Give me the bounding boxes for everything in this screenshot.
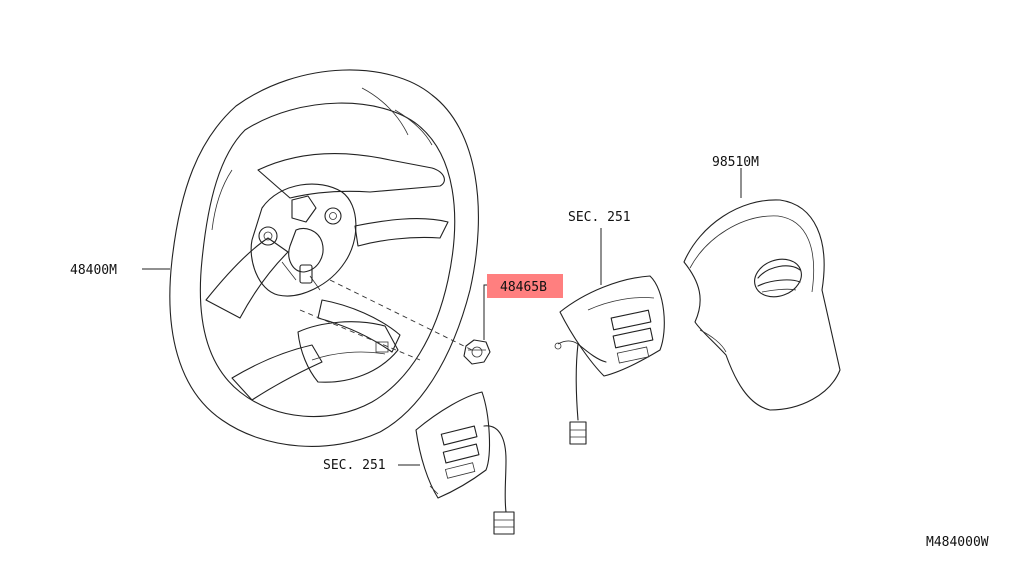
steering-switch-lower[interactable]	[415, 391, 515, 535]
steering-switch-upper[interactable]	[554, 275, 665, 445]
label-switch-upper: SEC. 251	[568, 210, 631, 225]
figure-id: M484000W	[926, 535, 989, 550]
label-wheel: 48400M	[70, 263, 117, 278]
highlight-box	[487, 274, 563, 298]
label-nut: 48465B	[500, 280, 547, 295]
label-airbag: 98510M	[712, 155, 759, 170]
label-switch-lower: SEC. 251	[323, 458, 386, 473]
steering-wheel[interactable]	[169, 69, 479, 447]
airbag-module[interactable]	[683, 199, 841, 411]
nut-48465b[interactable]	[463, 339, 491, 365]
